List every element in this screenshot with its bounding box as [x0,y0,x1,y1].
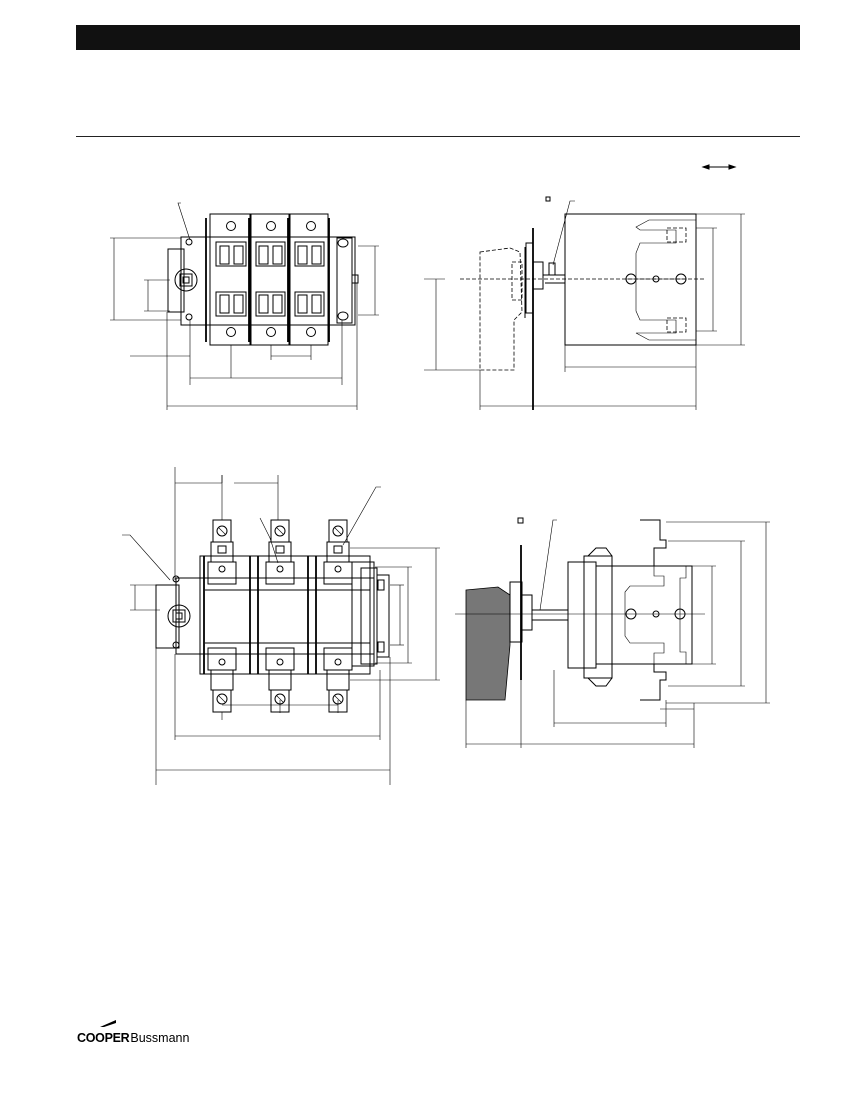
bottom-side-view [455,517,770,748]
scale-arrow [701,164,737,170]
top-front-view [110,202,379,410]
top-side-view [424,196,745,410]
header-rule [76,136,800,137]
brand-name-bold: COOPER [77,1031,130,1045]
brand-name-regular: Bussmann [130,1031,190,1045]
header-bar [76,25,800,50]
bottom-front-view [122,467,440,785]
brand-swoosh-icon [100,1020,116,1027]
